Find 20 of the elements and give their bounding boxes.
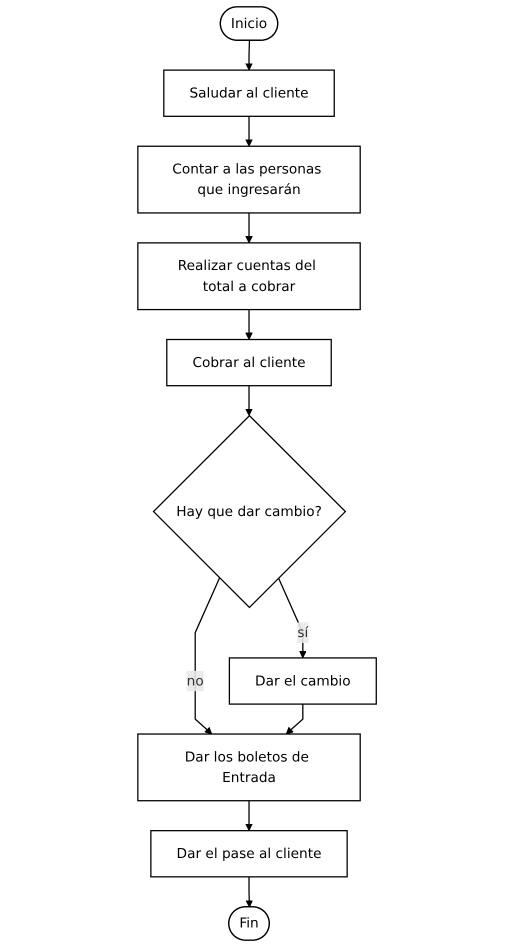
arrow: [246, 40, 254, 70]
node-box: Saludar al cliente: [164, 69, 336, 117]
arrow: [195, 578, 221, 734]
arrow: [278, 578, 308, 658]
edge-label: no: [187, 672, 204, 689]
arrow: [246, 116, 254, 147]
node-box: Dar el pase al cliente: [150, 830, 348, 878]
arrow: [246, 310, 254, 340]
node-box: Dar los boletos de Entrada: [138, 733, 362, 802]
node-box: Realizar cuentas del total a cobrar: [138, 242, 362, 310]
arrow: [246, 876, 254, 908]
node-diamond: Hay que dar cambio?: [153, 414, 347, 608]
arrow: [246, 800, 254, 831]
edge-label: sí: [298, 624, 309, 640]
node-box: Cobrar al cliente: [166, 338, 332, 386]
node-box: Dar el cambio: [229, 657, 378, 705]
node-box: Contar a las personas que ingresarán: [138, 146, 362, 214]
arrow: [246, 212, 254, 244]
arrow: [246, 386, 254, 416]
arrow: [286, 704, 304, 734]
